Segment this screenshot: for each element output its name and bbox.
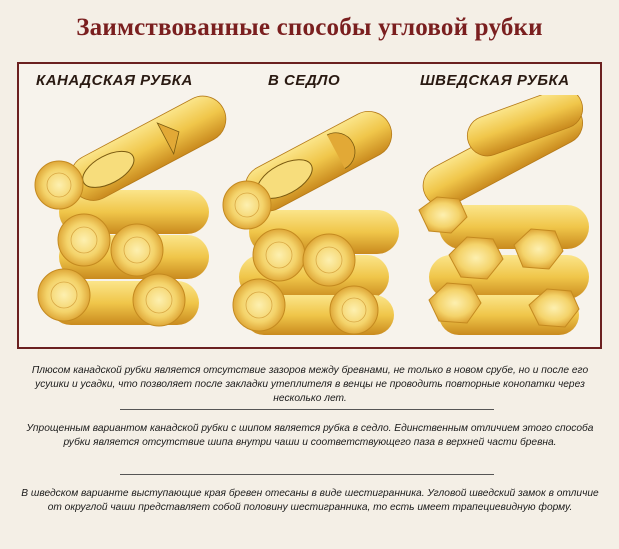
divider-1 bbox=[120, 409, 494, 410]
page-title: Заимствованные способы угловой рубки bbox=[76, 14, 543, 41]
canadian-joint bbox=[34, 95, 227, 327]
swedish-joint bbox=[418, 95, 589, 335]
label-canadian: КАНАДСКАЯ РУБКА bbox=[36, 72, 193, 89]
saddle-joint bbox=[222, 111, 399, 335]
label-swedish: ШВЕДСКАЯ РУБКА bbox=[420, 72, 570, 89]
paragraph-canadian: Плюсом канадской рубки является отсутств… bbox=[31, 365, 589, 405]
label-saddle: В СЕДЛО bbox=[268, 72, 341, 89]
divider-2 bbox=[120, 474, 494, 475]
paragraph-swedish: В шведском варианте выступающие края бре… bbox=[21, 488, 599, 514]
log-joints-illustration bbox=[34, 95, 589, 335]
paragraph-saddle: Упрощенным вариантом канадской рубки с ш… bbox=[26, 423, 594, 449]
